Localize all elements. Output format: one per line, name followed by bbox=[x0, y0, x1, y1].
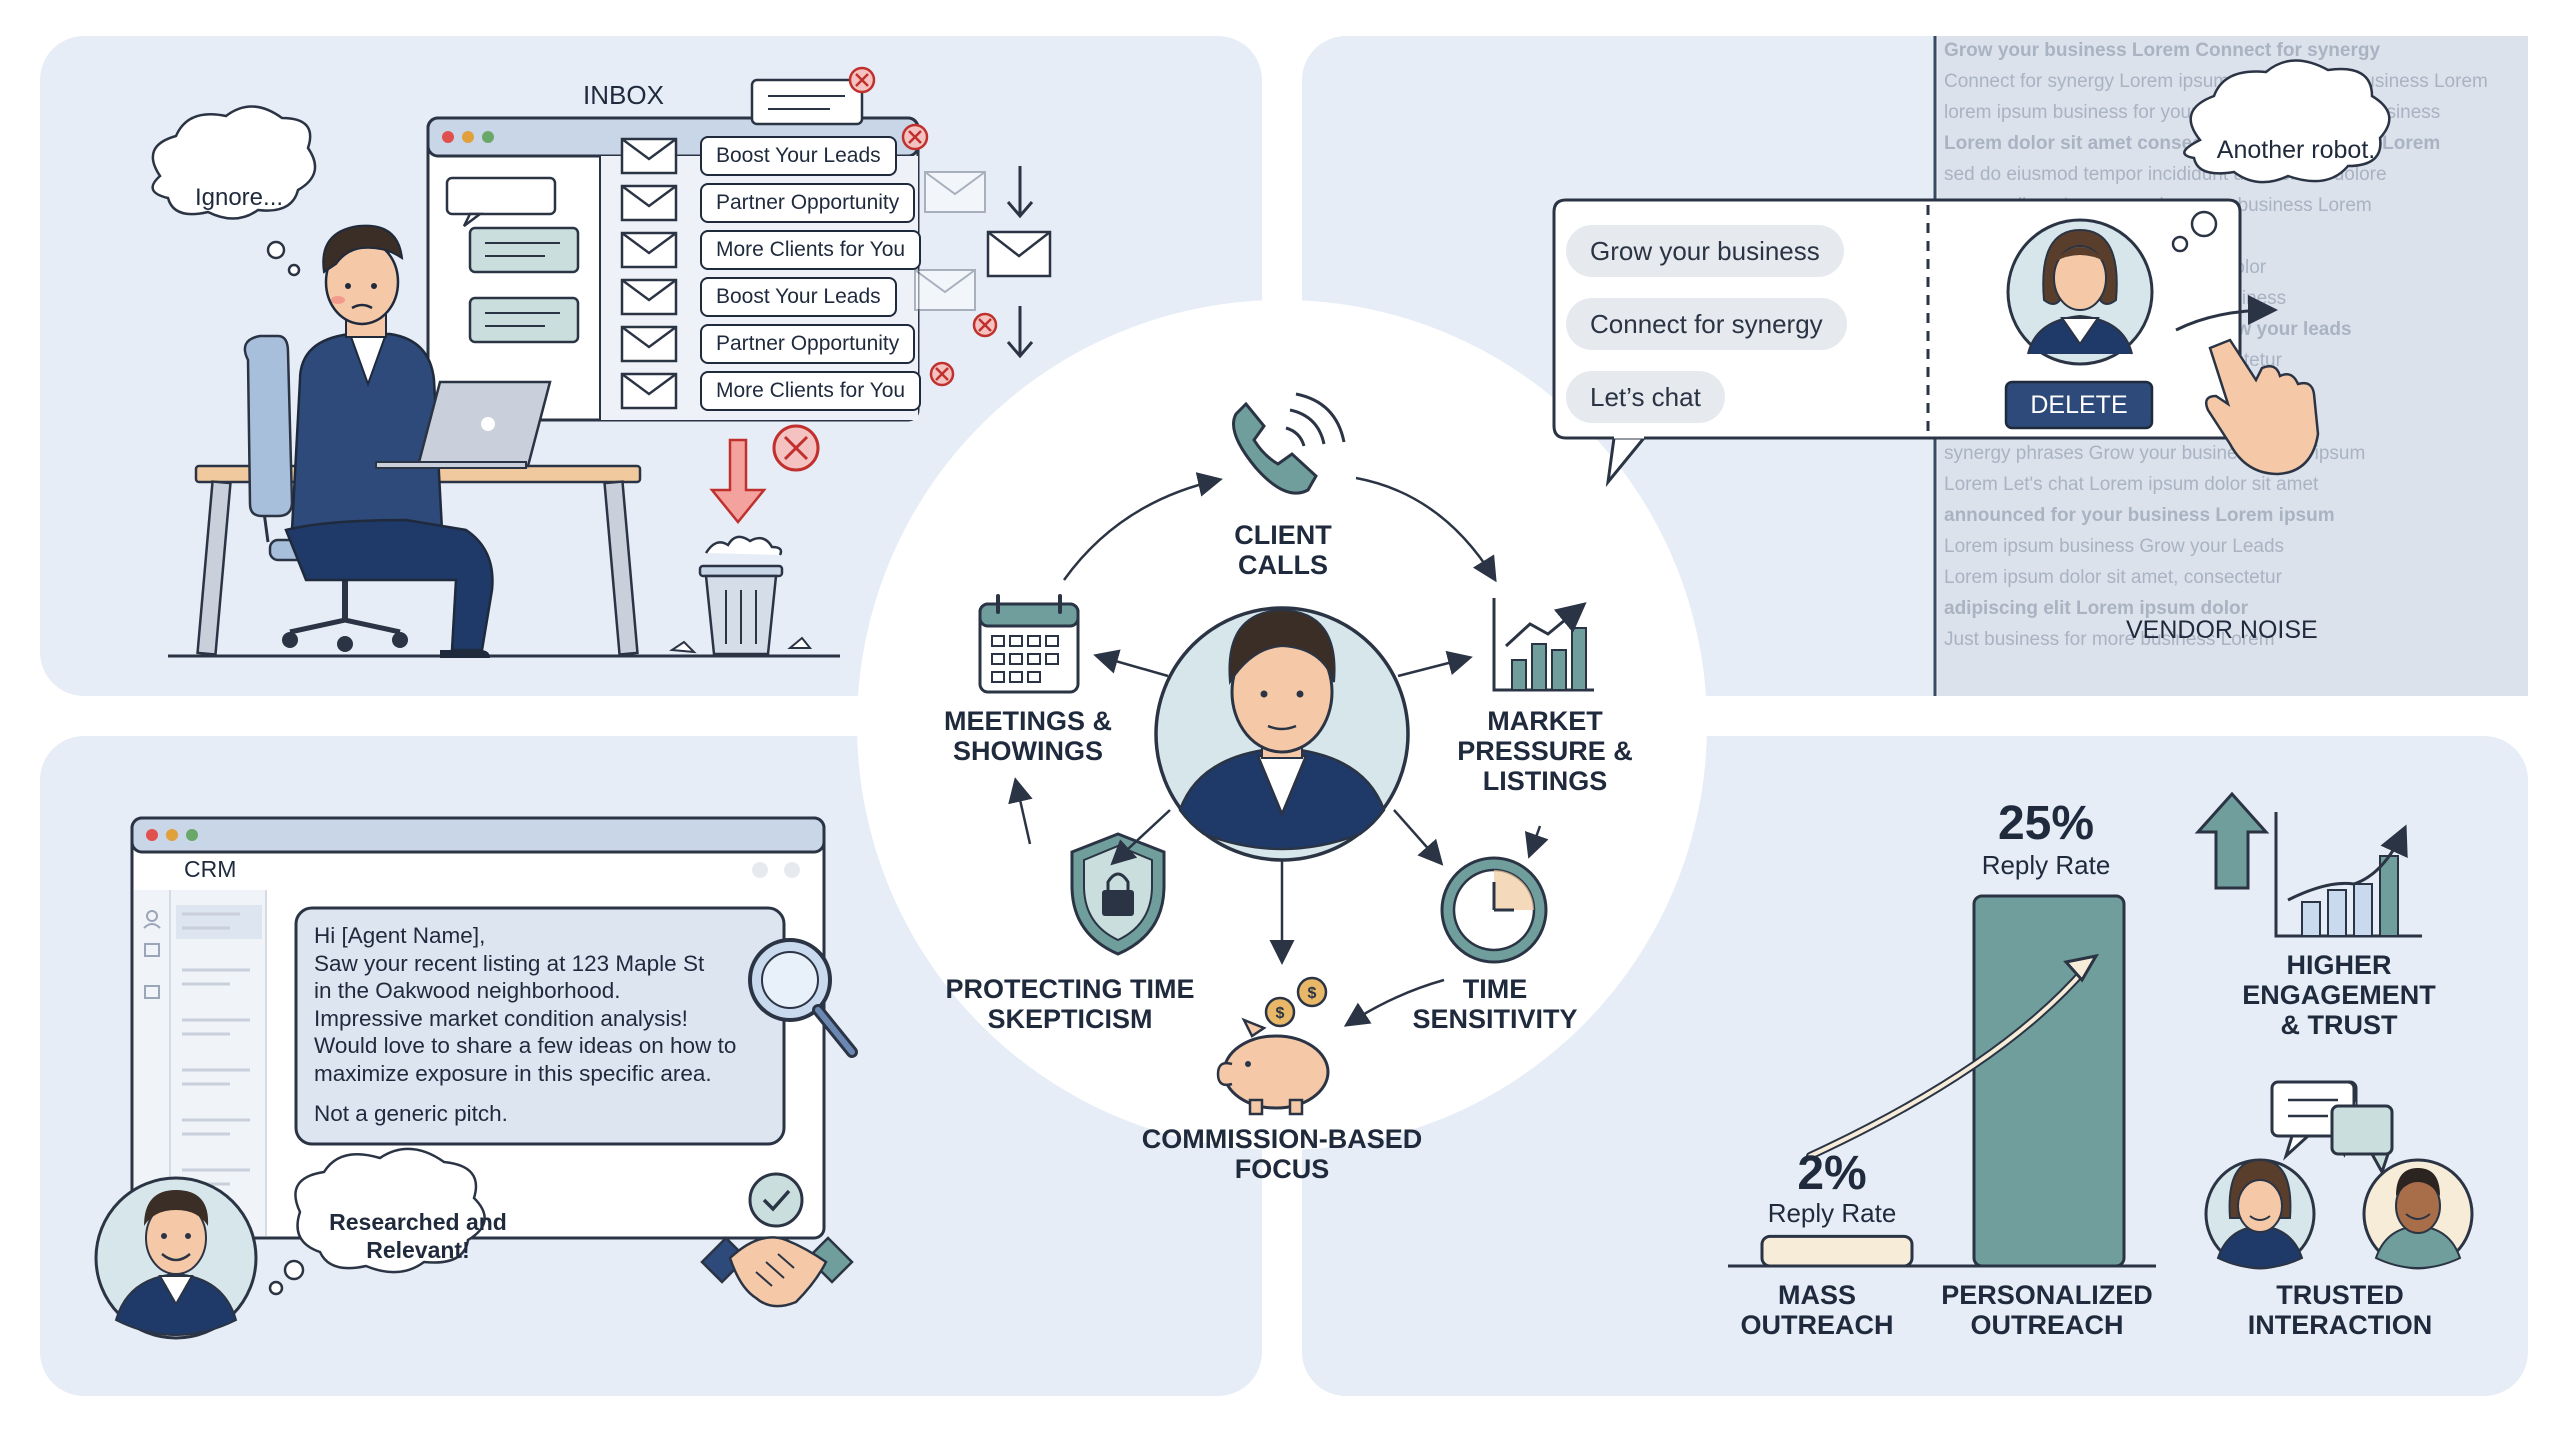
vendor-message-3: Let’s chat bbox=[1566, 371, 1725, 423]
ignore-thought-text: Ignore... bbox=[194, 184, 284, 211]
noise-line: Lorem ipsum dolor sit amet, consectetur bbox=[1944, 567, 2283, 588]
vendor-message-1: Grow your business bbox=[1566, 225, 1844, 277]
envelope-icon bbox=[620, 137, 678, 175]
email-line: maximize exposure in this specific area. bbox=[314, 1060, 712, 1086]
label-meetings-showings: MEETINGS & SHOWINGS bbox=[943, 706, 1112, 766]
inbox-email-subject[interactable]: Partner Opportunity bbox=[700, 183, 916, 223]
noise-line: Lorem Let's chat Lorem ipsum dolor sit a… bbox=[1944, 474, 2319, 495]
svg-text:$: $ bbox=[1308, 985, 1317, 1002]
handshake-icon bbox=[700, 1172, 854, 1308]
label-market-pressure: MARKET PRESSURE & LISTINGS bbox=[1457, 706, 1633, 796]
label-client-calls: CLIENT CALLS bbox=[1234, 520, 1332, 580]
bar-mass-outreach bbox=[1760, 1234, 1914, 1268]
label-time-sensitivity: TIME SENSITIVITY bbox=[1412, 974, 1578, 1034]
envelope-icon bbox=[620, 278, 678, 316]
cycle-arrows bbox=[1008, 472, 1549, 1027]
label-protecting-time: PROTECTING TIME SKEPTICISM bbox=[945, 974, 1195, 1034]
inbox-email-subject[interactable]: Boost Your Leads bbox=[700, 277, 897, 317]
sender-avatar bbox=[94, 1176, 258, 1340]
delete-button-bg bbox=[2004, 380, 2154, 430]
label-higher-engagement: HIGHER ENGAGEMENT & TRUST bbox=[2242, 950, 2436, 1040]
tick-mass-outreach: MASS OUTREACH bbox=[1740, 1280, 1894, 1340]
noise-line: adipiscing elit Lorem ipsum dolor bbox=[1944, 598, 2249, 619]
chat-bubbles-icon bbox=[2270, 1080, 2394, 1176]
envelope-icon bbox=[620, 231, 678, 269]
inbox-email-subject[interactable]: Boost Your Leads bbox=[700, 136, 897, 176]
email-line: Would love to share a few ideas on how t… bbox=[314, 1033, 737, 1059]
email-line: Impressive market condition analysis! bbox=[314, 1005, 688, 1031]
inbox-email-subject[interactable]: More Clients for You bbox=[700, 230, 922, 270]
mass-value: 2% bbox=[1797, 1147, 1867, 1200]
tick-personalized-outreach: PERSONALIZED OUTREACH bbox=[1941, 1280, 2153, 1340]
laptop-icon bbox=[375, 380, 552, 469]
calendar-icon bbox=[978, 594, 1080, 694]
email-line: in the Oakwood neighborhood. bbox=[314, 978, 621, 1004]
label-trusted-interaction: TRUSTED INTERACTION bbox=[2247, 1280, 2433, 1340]
reply-rate-bars bbox=[1760, 894, 2126, 1268]
central-agent-avatar bbox=[1154, 606, 1410, 862]
inbox-email-subject[interactable]: Partner Opportunity bbox=[700, 324, 916, 364]
thought-cloud bbox=[151, 105, 317, 220]
trusted-avatar-man bbox=[2362, 1158, 2474, 1270]
another-robot-text: Another robot. bbox=[2216, 136, 2376, 164]
envelope-icon bbox=[620, 372, 678, 410]
pointing-hand-icon bbox=[2205, 338, 2320, 476]
inbox-title: INBOX bbox=[583, 80, 664, 110]
thought-cloud bbox=[2183, 59, 2391, 184]
trusted-avatar-woman bbox=[2204, 1158, 2316, 1270]
growth-chart-icon bbox=[2274, 812, 2422, 938]
noise-line: announced for your business Lorem ipsum bbox=[1944, 505, 2335, 526]
vendor-message-2: Connect for synergy bbox=[1566, 298, 1847, 350]
market-chart-icon bbox=[1492, 598, 1594, 692]
mass-sublabel: Reply Rate bbox=[1767, 1198, 1897, 1228]
label-commission-focus: COMMISSION-BASED FOCUS bbox=[1141, 1124, 1423, 1184]
svg-text:$: $ bbox=[1276, 1005, 1285, 1022]
noise-line: Grow your business Lorem Connect for syn… bbox=[1944, 40, 2380, 61]
down-arrow-icon bbox=[1006, 166, 1034, 219]
piggy-bank-icon: $ $ bbox=[1216, 976, 1330, 1116]
trash-can-icon bbox=[669, 535, 813, 656]
stressed-agent bbox=[284, 224, 498, 658]
crm-title: CRM bbox=[184, 856, 237, 882]
noise-line: Lorem ipsum business Grow your Leads bbox=[1944, 536, 2284, 557]
personalized-sublabel: Reply Rate bbox=[1981, 850, 2111, 880]
envelope-icons bbox=[620, 137, 678, 410]
delete-button[interactable]: DELETE bbox=[2030, 391, 2128, 419]
bar-personalized-outreach bbox=[1972, 894, 2126, 1268]
phone-icon bbox=[1232, 392, 1346, 495]
crm-email-body: Hi [Agent Name], Saw your recent listing… bbox=[314, 922, 774, 1127]
email-card bbox=[294, 906, 786, 1146]
shield-lock-icon bbox=[1070, 832, 1166, 956]
up-arrow-icon bbox=[2194, 791, 2270, 890]
clock-icon bbox=[1440, 856, 1548, 964]
recipient-avatar bbox=[2006, 218, 2154, 366]
magnifier-icon bbox=[748, 938, 858, 1058]
inbox-email-subject[interactable]: More Clients for You bbox=[700, 371, 922, 411]
email-footer: Not a generic pitch. bbox=[314, 1100, 508, 1126]
vendor-noise-caption: VENDOR NOISE bbox=[2126, 616, 2318, 644]
email-line: Hi [Agent Name], bbox=[314, 923, 486, 948]
personalized-value: 25% bbox=[1997, 797, 2095, 850]
envelope-icon bbox=[620, 325, 678, 363]
email-line: Saw your recent listing at 123 Maple St bbox=[314, 950, 705, 976]
noise-line: Just business for more business Lorem bbox=[1944, 629, 2275, 650]
thought-cloud bbox=[294, 1147, 486, 1274]
researched-thought-text: Researched and Relevant! bbox=[329, 1209, 507, 1263]
envelope-icon bbox=[620, 184, 678, 222]
red-down-arrow-icon bbox=[709, 438, 767, 524]
